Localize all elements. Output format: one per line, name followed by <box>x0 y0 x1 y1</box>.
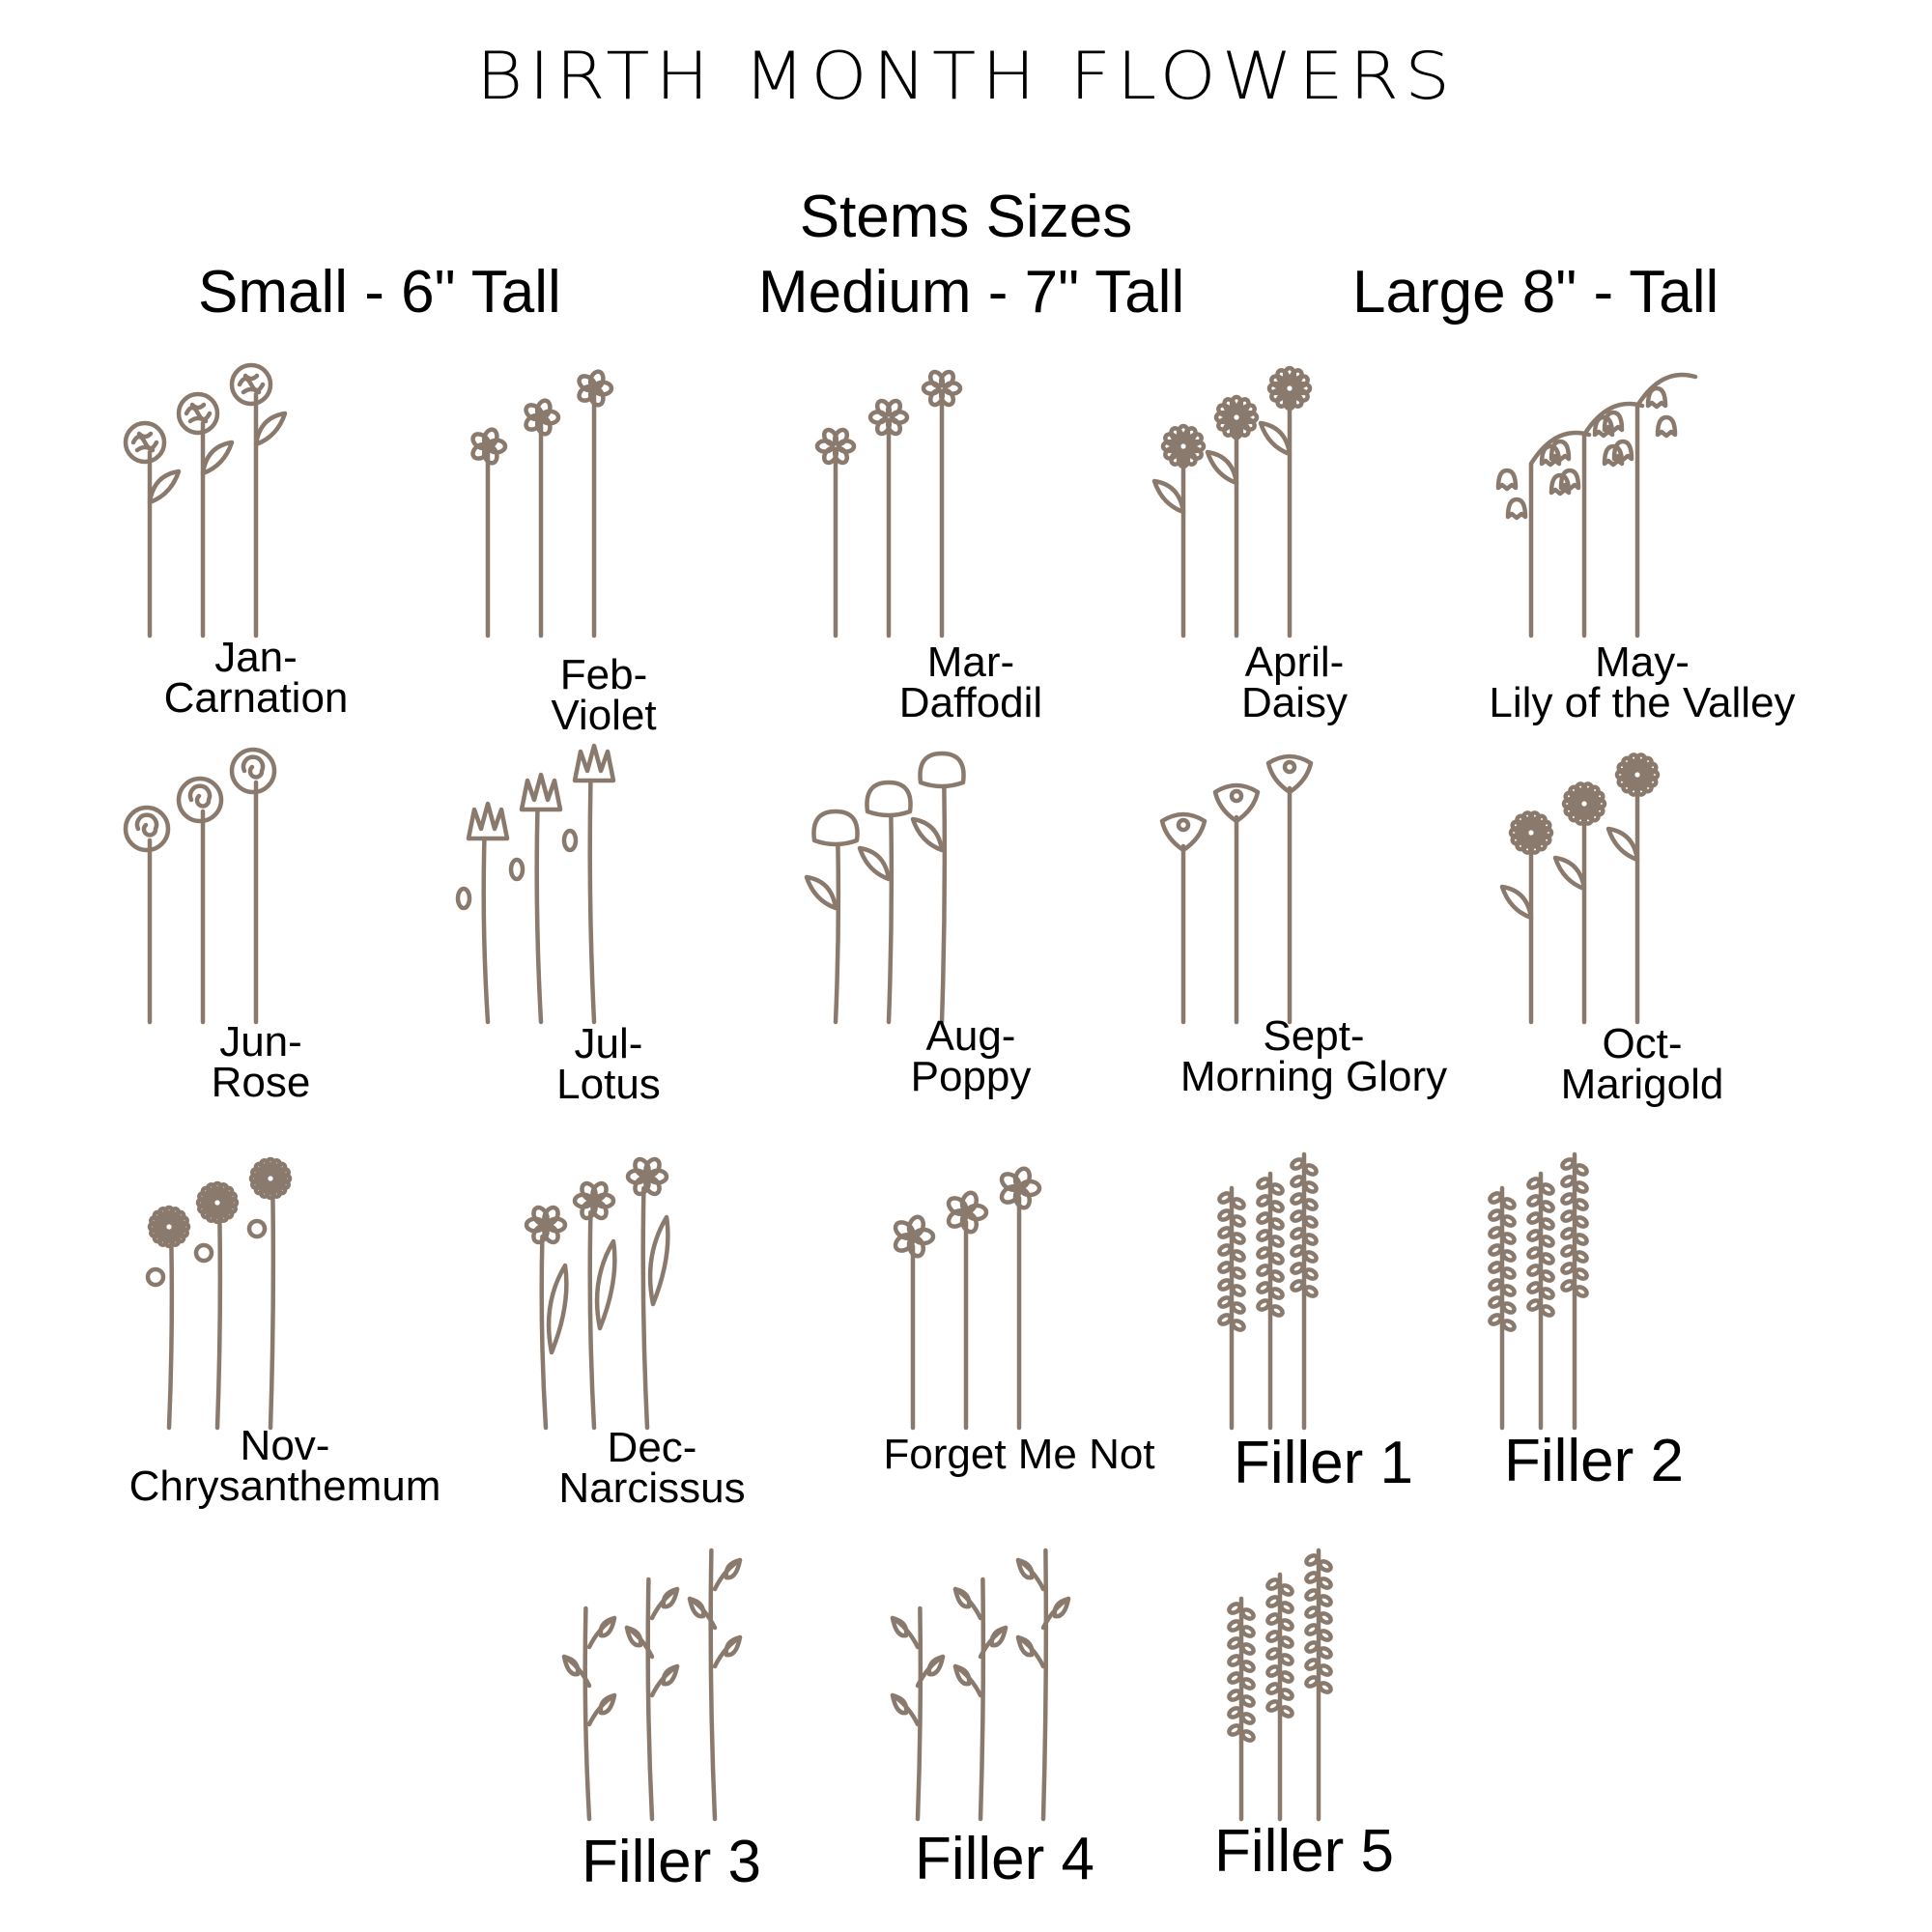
filler-5-stems-icon <box>1227 1548 1333 1822</box>
label-feb-violet: Feb-Violet <box>551 651 657 739</box>
forget-me-not-stems-illustration <box>860 1150 1179 1431</box>
label-jul-lotus: Jul-Lotus <box>556 1020 661 1108</box>
label-forget-me-not: Forget Me Not <box>883 1431 1155 1478</box>
filler-1-stems-icon <box>1217 1151 1319 1431</box>
lily-of-the-valley-stems-icon <box>1495 372 1698 639</box>
label-nov-chrysanthemum: Nov-Chrysanthemum <box>128 1422 441 1510</box>
size-small-label: Small - 6" Tall <box>198 259 561 326</box>
label-filler-1: Filler 1 <box>1233 1430 1414 1496</box>
lotus-stems-icon <box>455 743 616 1025</box>
label-jun-rose: Jun-Rose <box>211 1018 311 1106</box>
narcissus-stems-illustration <box>512 1150 831 1431</box>
label-oct-marigold: Oct-Marigold <box>1560 1020 1724 1108</box>
poppy-stems-icon <box>804 751 966 1025</box>
morning-glory-stems-icon <box>1159 753 1314 1025</box>
forget-me-not-stems-icon <box>893 1166 1042 1431</box>
label-filler-2: Filler 2 <box>1503 1428 1685 1494</box>
filler-2-stems-illustration <box>1449 1150 1768 1431</box>
carnation-stems-icon <box>123 362 288 639</box>
narcissus-stems-icon <box>524 1156 670 1431</box>
label-dec-narcissus: Dec-Narcissus <box>558 1424 746 1512</box>
daffodil-stems-illustration <box>792 357 1111 639</box>
filler-4-stems-icon <box>890 1548 1071 1822</box>
filler-3-stems-illustration <box>522 1541 840 1822</box>
carnation-stems-illustration <box>106 357 425 639</box>
label-aug-poppy: Aug-Poppy <box>910 1012 1032 1100</box>
rose-stems-illustration <box>106 744 425 1025</box>
marigold-stems-icon <box>1499 753 1661 1025</box>
filler-4-stems-illustration <box>850 1541 1169 1822</box>
label-filler-3: Filler 3 <box>581 1829 762 1895</box>
page-title: BIRTH MONTH FLOWERS <box>475 38 1457 115</box>
size-medium-label: Medium - 7" Tall <box>758 259 1185 326</box>
lotus-stems-illustration <box>444 743 763 1025</box>
lily-of-the-valley-stems-illustration <box>1488 357 1806 639</box>
poppy-stems-illustration <box>792 744 1111 1025</box>
marigold-stems-illustration <box>1488 744 1806 1025</box>
morning-glory-stems-illustration <box>1140 744 1459 1025</box>
label-april-daisy: April-Daisy <box>1240 639 1349 726</box>
filler-2-stems-icon <box>1488 1151 1589 1431</box>
filler-5-stems-illustration <box>1188 1541 1507 1822</box>
daisy-stems-illustration <box>1140 357 1459 639</box>
stems-sizes-heading: Stems Sizes <box>799 184 1133 250</box>
daffodil-stems-icon <box>814 369 963 639</box>
label-sept-morning-glory: Sept-Morning Glory <box>1179 1012 1448 1100</box>
violet-stems-illustration <box>444 357 763 639</box>
size-large-label: Large 8" - Tall <box>1352 259 1719 326</box>
filler-1-stems-illustration <box>1179 1150 1497 1431</box>
daisy-stems-icon <box>1151 365 1313 639</box>
label-filler-5: Filler 5 <box>1213 1818 1395 1885</box>
chrysanthemum-stems-illustration <box>135 1150 454 1431</box>
chrysanthemum-stems-icon <box>145 1156 293 1431</box>
label-mar-daffodil: Mar-Daffodil <box>898 639 1043 726</box>
rose-stems-icon <box>123 747 277 1025</box>
violet-stems-icon <box>470 369 614 639</box>
label-filler-4: Filler 4 <box>914 1826 1095 1892</box>
label-may-lily-of-the-valley: May-Lily of the Valley <box>1489 639 1796 726</box>
filler-3-stems-icon <box>561 1548 743 1822</box>
label-jan-carnation: Jan-Carnation <box>163 634 349 722</box>
